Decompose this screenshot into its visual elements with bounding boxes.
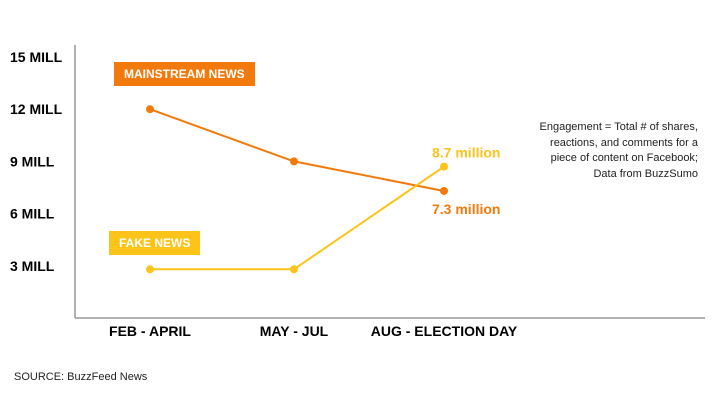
series-line <box>149 108 445 192</box>
x-axis-ticks: FEB - APRIL MAY - JUL AUG - ELECTION DAY <box>109 323 518 339</box>
data-point <box>290 157 298 166</box>
source-credit: SOURCE: BuzzFeed News <box>14 371 148 383</box>
x-tick-label: MAY - JUL <box>260 323 329 339</box>
series-legend-mainstream-news: MAINSTREAM NEWS <box>114 62 255 86</box>
y-tick-label: 12 MILL <box>10 101 63 117</box>
end-value-label: 7.3 million <box>432 201 500 217</box>
data-point <box>440 162 448 171</box>
data-point <box>146 105 154 114</box>
end-value-label: 8.7 million <box>432 145 500 161</box>
data-point <box>440 186 448 195</box>
y-tick-label: 9 MILL <box>10 153 55 169</box>
engagement-definition-note: Engagement = Total # of shares, reaction… <box>539 121 699 180</box>
y-axis-ticks: 3 MILL 6 MILL 9 MILL 12 MILL 15 MILL <box>10 49 63 274</box>
series-layer: 7.3 million 8.7 million <box>146 105 500 274</box>
data-point <box>290 265 298 274</box>
x-tick-label: FEB - APRIL <box>109 323 191 339</box>
y-tick-label: 15 MILL <box>10 49 63 65</box>
y-tick-label: 6 MILL <box>10 206 55 222</box>
x-tick-label: AUG - ELECTION DAY <box>371 323 518 339</box>
data-point <box>146 265 154 274</box>
y-tick-label: 3 MILL <box>10 258 55 274</box>
series-legend-fake-news: FAKE NEWS <box>109 231 201 255</box>
